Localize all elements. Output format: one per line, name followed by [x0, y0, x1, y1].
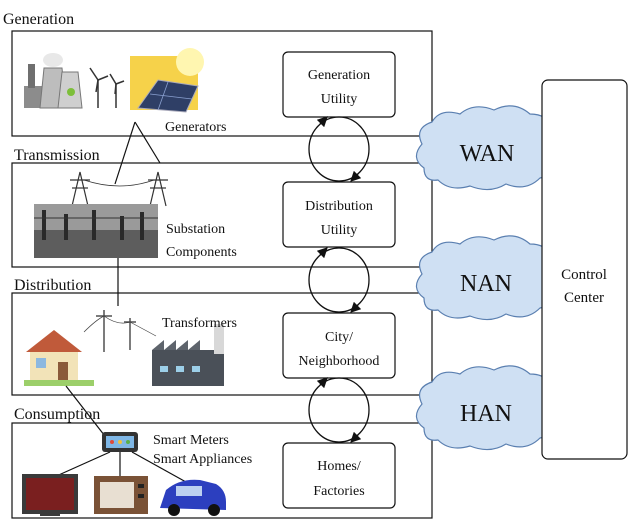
house-to-meter-line: [65, 385, 109, 441]
transmission-domain-box: [11, 162, 433, 268]
section-title-consumption: Consumption: [14, 406, 100, 423]
smart-appliances-label: Smart Appliances: [153, 452, 252, 467]
meter-to-tv-line: [51, 451, 111, 479]
power-plant-icon: [24, 53, 83, 109]
wind-turbine-icon: [89, 67, 125, 108]
smart-meter-icon: [102, 432, 138, 452]
city-box-line2: Neighborhood: [299, 354, 380, 369]
factory-icon: [152, 324, 224, 386]
homes-factories-box: Homes/ Factories: [282, 442, 396, 509]
section-title-distribution: Distribution: [14, 277, 91, 294]
substation-label-line1: Substation: [166, 222, 225, 237]
control-center-line2: Center: [564, 290, 604, 306]
substation-photo: [34, 204, 158, 258]
generators-label: Generators: [165, 120, 226, 135]
utility-pole-icon: [83, 310, 157, 352]
nan-cloud: NAN: [415, 235, 561, 321]
city-box-line1: City/: [325, 330, 353, 345]
section-title-transmission: Transmission: [14, 147, 100, 164]
tv-icon: [22, 474, 78, 516]
solar-panel-icon: [130, 48, 204, 113]
city-neighborhood-box: City/ Neighborhood: [282, 312, 396, 379]
oven-icon: [94, 476, 148, 514]
utility-cycle-arrows: [308, 116, 370, 443]
consumption-domain-box: [11, 422, 433, 519]
distribution-utility-line2: Utility: [321, 223, 358, 238]
han-cloud: HAN: [415, 365, 561, 451]
smart-meters-label: Smart Meters: [153, 433, 229, 448]
wan-cloud: WAN: [415, 105, 561, 191]
generation-utility-box: Generation Utility: [282, 51, 396, 118]
wan-label: WAN: [460, 141, 515, 167]
substation-label-line2: Components: [166, 245, 237, 260]
meter-to-car-line: [131, 451, 187, 483]
generation-utility-line2: Utility: [321, 92, 358, 107]
car-icon: [160, 479, 226, 516]
house-icon: [24, 330, 94, 386]
generation-utility-line1: Generation: [308, 68, 370, 83]
distribution-utility-line1: Distribution: [305, 199, 373, 214]
homes-box-line1: Homes/: [317, 459, 361, 474]
transmission-tower-icon: [70, 171, 168, 207]
nan-label: NAN: [460, 271, 512, 297]
distribution-utility-box: Distribution Utility: [282, 181, 396, 248]
generators-link-line: [114, 121, 136, 185]
section-title-generation: Generation: [3, 11, 74, 28]
generation-domain-box: [11, 30, 433, 137]
han-label: HAN: [460, 401, 512, 427]
distribution-domain-box: [11, 292, 433, 396]
transformers-label: Transformers: [162, 316, 237, 331]
homes-box-line2: Factories: [313, 484, 364, 499]
generators-link-line: [134, 121, 161, 164]
control-center-box: Control Center: [541, 79, 628, 460]
control-center-line1: Control: [561, 267, 607, 283]
